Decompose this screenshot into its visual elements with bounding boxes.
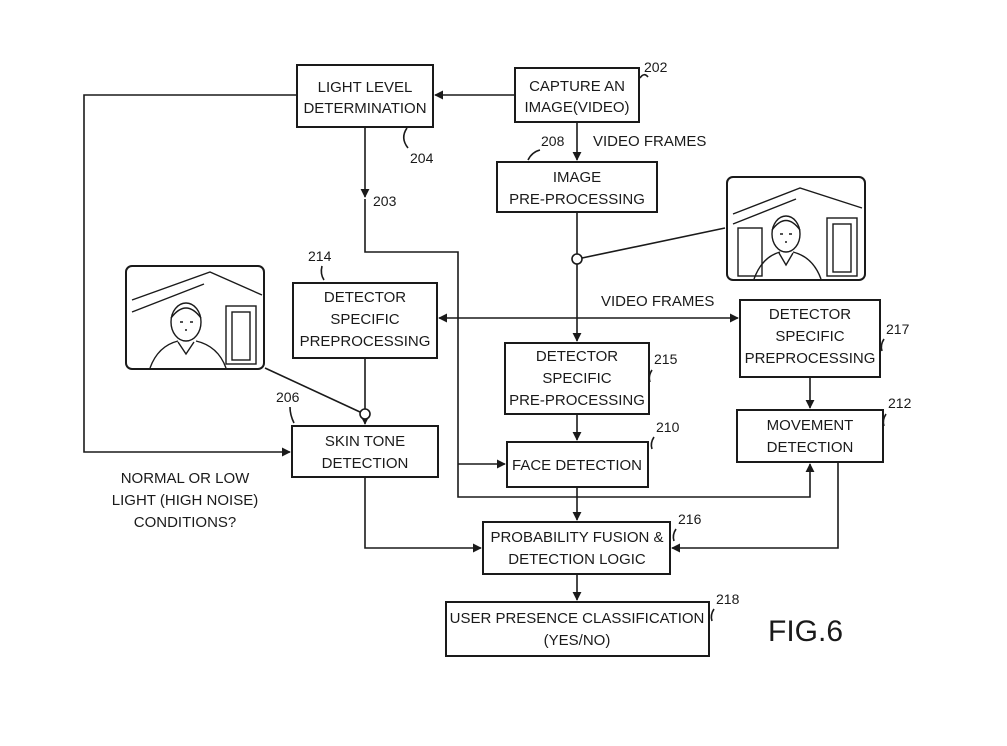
box-user-presence: USER PRESENCE CLASSIFICATION (YES/NO) bbox=[445, 601, 710, 657]
skin-tone-line-2: DETECTION bbox=[322, 455, 409, 472]
person-photo-icon bbox=[726, 176, 866, 281]
reference-numerals: 202 204 208 203 214 215 217 206 210 212 … bbox=[276, 59, 912, 622]
arrow-203-to-movement bbox=[577, 463, 815, 498]
ref-215-tick bbox=[648, 369, 653, 383]
face-line-1: FACE DETECTION bbox=[512, 457, 642, 474]
junction-circle-lower bbox=[359, 408, 371, 420]
box-capture-image: CAPTURE AN IMAGE(VIDEO) bbox=[514, 67, 640, 123]
ref-214: 214 bbox=[308, 248, 332, 264]
leader-to-left-photo bbox=[264, 367, 361, 413]
light-question-line-2: LIGHT (HIGH NOISE) bbox=[112, 492, 258, 509]
box-skin-tone-detection: SKIN TONE DETECTION bbox=[291, 425, 439, 478]
box-detector-specific-215: DETECTOR SPECIFIC PRE-PROCESSING bbox=[504, 342, 650, 415]
detector-214-line-2: SPECIFIC bbox=[330, 311, 399, 328]
detector-215-line-3: PRE-PROCESSING bbox=[509, 392, 645, 409]
figure-label: FIG.6 bbox=[768, 615, 843, 648]
box-movement-detection: MOVEMENT DETECTION bbox=[736, 409, 884, 463]
ref-204-tick bbox=[402, 127, 409, 149]
person-photo-icon bbox=[125, 265, 265, 370]
ref-216-tick bbox=[672, 528, 677, 542]
capture-line-1: CAPTURE AN bbox=[529, 78, 625, 95]
detector-217-line-1: DETECTOR bbox=[769, 306, 851, 323]
detector-214-line-1: DETECTOR bbox=[324, 289, 406, 306]
ref-212: 212 bbox=[888, 395, 912, 411]
image-pre-line-2: PRE-PROCESSING bbox=[509, 191, 645, 208]
presence-line-2: (YES/NO) bbox=[544, 632, 611, 649]
movement-line-2: DETECTION bbox=[767, 439, 854, 456]
ref-217: 217 bbox=[886, 321, 910, 337]
ref-216: 216 bbox=[678, 511, 702, 527]
box-detector-specific-217: DETECTOR SPECIFIC PREPROCESSING bbox=[739, 299, 881, 378]
ref-218: 218 bbox=[716, 591, 740, 607]
arrow-movement-to-fusion bbox=[671, 462, 839, 553]
detector-217-line-2: SPECIFIC bbox=[775, 328, 844, 345]
line-203-to-fusion bbox=[364, 199, 577, 498]
ref-210: 210 bbox=[656, 419, 680, 435]
light-level-line-2: DETERMINATION bbox=[303, 100, 426, 117]
detector-215-line-2: SPECIFIC bbox=[542, 370, 611, 387]
ref-214-tick bbox=[320, 265, 325, 281]
ref-202-tick bbox=[639, 73, 649, 79]
ref-212-tick bbox=[882, 413, 887, 427]
fusion-line-2: DETECTION LOGIC bbox=[508, 551, 646, 568]
box-face-detection: FACE DETECTION bbox=[506, 441, 649, 488]
ref-208-tick bbox=[527, 149, 541, 161]
detector-217-line-3: PREPROCESSING bbox=[745, 350, 876, 367]
label-video-frames-top: VIDEO FRAMES bbox=[593, 133, 706, 150]
arrow-skin-tone-to-fusion bbox=[364, 477, 482, 553]
light-level-line-1: LIGHT LEVEL bbox=[318, 79, 413, 96]
ref-206-tick bbox=[289, 406, 295, 424]
ref-208: 208 bbox=[541, 133, 565, 149]
movement-line-1: MOVEMENT bbox=[767, 417, 854, 434]
ref-204: 204 bbox=[410, 150, 434, 166]
box-light-level-determination: LIGHT LEVEL DETERMINATION bbox=[296, 64, 434, 128]
capture-line-2: IMAGE(VIDEO) bbox=[524, 99, 629, 116]
ref-217-tick bbox=[880, 338, 885, 352]
junction-circle-upper bbox=[571, 253, 583, 265]
box-detector-specific-214: DETECTOR SPECIFIC PREPROCESSING bbox=[292, 282, 438, 359]
ref-203: 203 bbox=[373, 193, 397, 209]
ref-218-tick bbox=[710, 608, 715, 622]
light-question-line-1: NORMAL OR LOW bbox=[121, 470, 250, 487]
ref-202: 202 bbox=[644, 59, 668, 75]
box-image-preprocessing: IMAGE PRE-PROCESSING bbox=[496, 161, 658, 213]
skin-tone-line-1: SKIN TONE bbox=[325, 433, 405, 450]
arrow-light-to-skin-tone bbox=[83, 94, 297, 457]
detector-214-line-3: PREPROCESSING bbox=[300, 333, 431, 350]
ref-210-tick bbox=[650, 436, 655, 450]
light-question-line-3: CONDITIONS? bbox=[134, 514, 237, 531]
box-probability-fusion: PROBABILITY FUSION & DETECTION LOGIC bbox=[482, 521, 671, 575]
presence-line-1: USER PRESENCE CLASSIFICATION bbox=[450, 610, 705, 627]
image-pre-line-1: IMAGE bbox=[553, 169, 601, 186]
label-video-frames-mid: VIDEO FRAMES bbox=[601, 293, 714, 310]
ref-215: 215 bbox=[654, 351, 678, 367]
leader-to-right-photo bbox=[581, 227, 726, 259]
detector-215-line-1: DETECTOR bbox=[536, 348, 618, 365]
ref-206: 206 bbox=[276, 389, 300, 405]
fusion-line-1: PROBABILITY FUSION & bbox=[490, 529, 663, 546]
connectors bbox=[83, 90, 839, 601]
